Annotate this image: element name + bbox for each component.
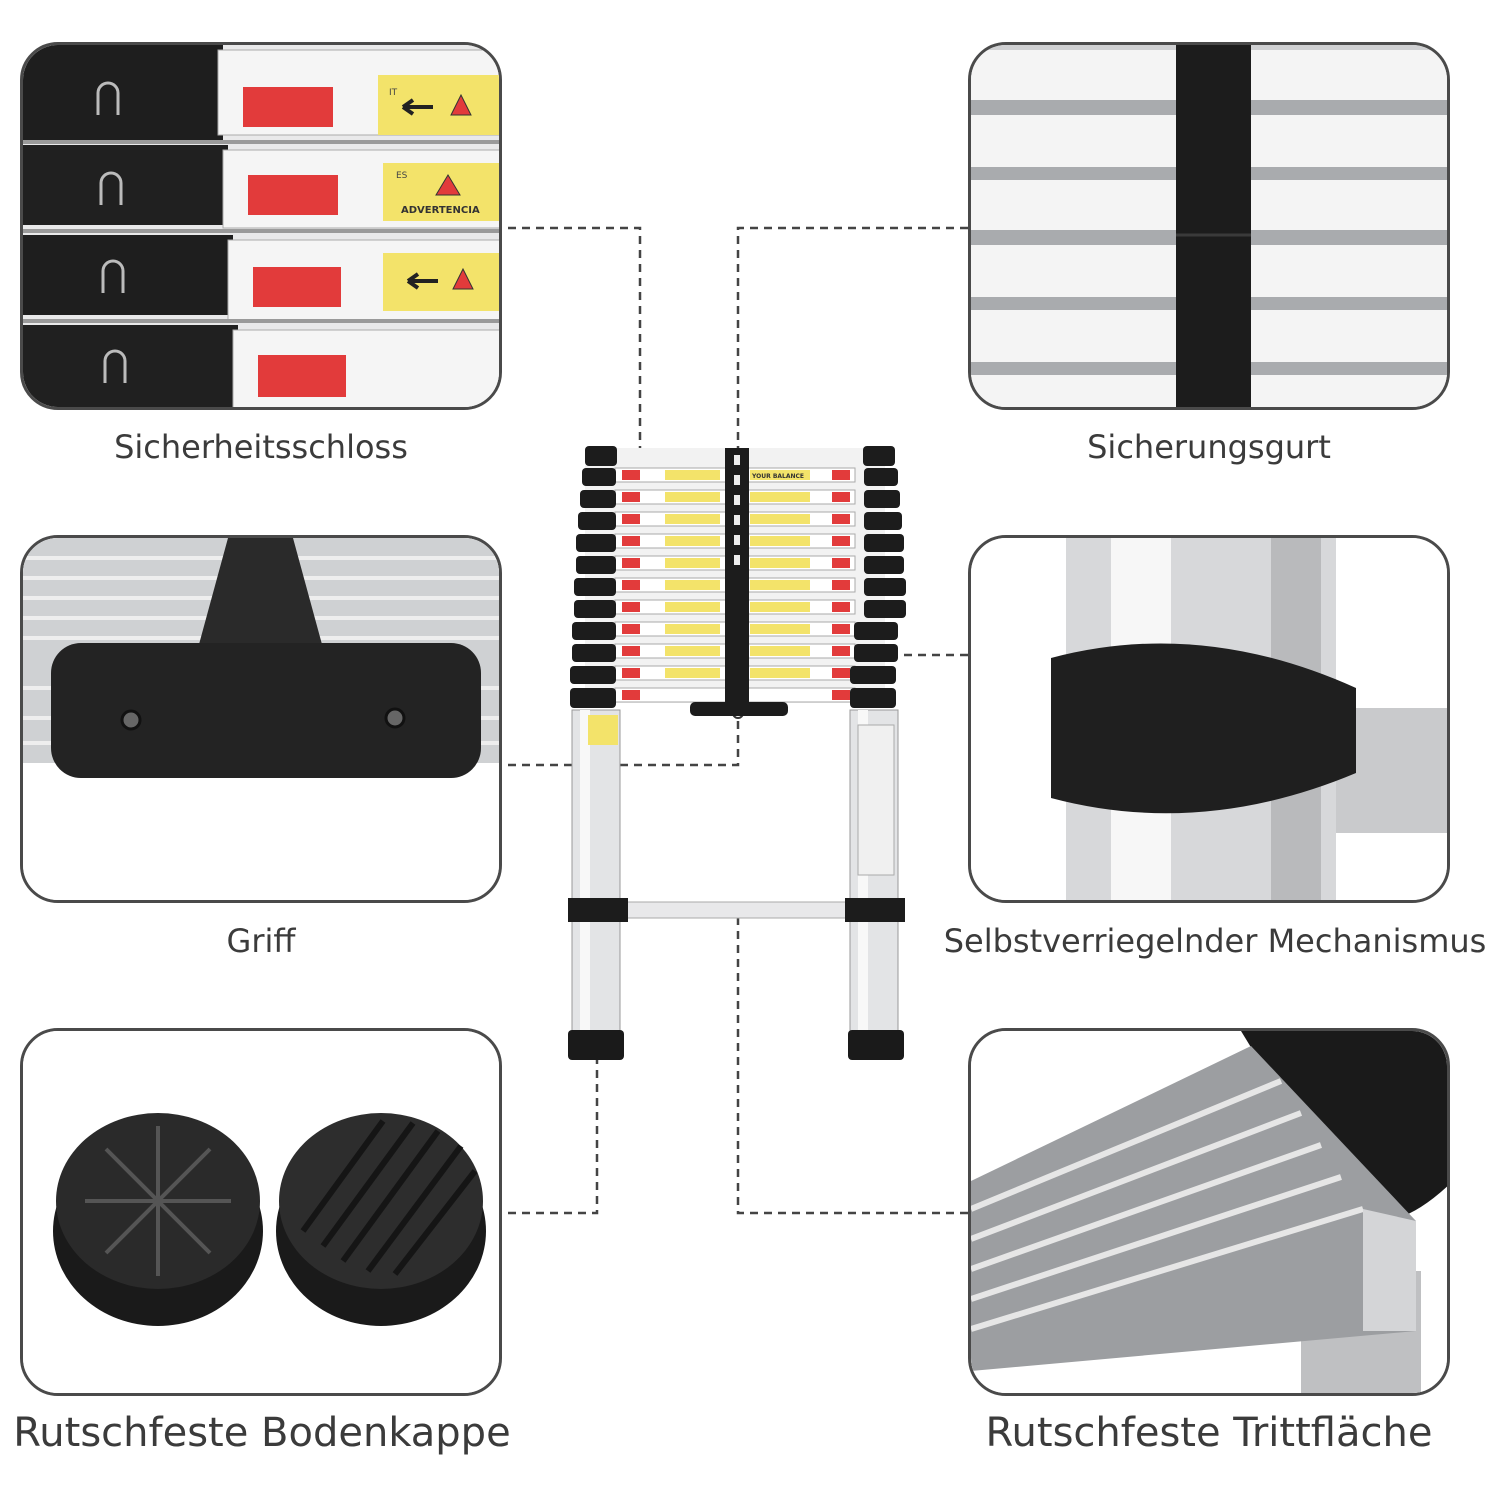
caption-foot-cap: Rutschfeste Bodenkappe: [13, 1410, 511, 1456]
rung-row-1: IT: [23, 45, 499, 140]
mechanism-detail-image: [971, 538, 1447, 900]
tread-surface: [971, 1046, 1416, 1371]
lock-detail-image: IT ES ADVERTENCIA: [23, 45, 499, 407]
caption-tread: Rutschfeste Trittfläche: [985, 1410, 1433, 1456]
locking-collar: [1051, 643, 1356, 814]
ladder-illustration: YOUR BALANCE: [568, 446, 906, 1060]
leader-foot: [508, 1047, 599, 1215]
handle-grip: [51, 643, 481, 778]
caption-mechanism: Selbstverriegelnder Mechanismus: [943, 922, 1487, 960]
sticker-es-text: ES: [396, 171, 408, 181]
strap: [1176, 45, 1251, 407]
handle-detail-image: [23, 538, 499, 900]
sticker-balance-text: YOUR BALANCE: [751, 473, 804, 480]
collar: [1241, 1031, 1447, 1221]
right-foot: [848, 1030, 904, 1060]
foot-cap-detail-image: [23, 1031, 499, 1393]
bottom-rung: [619, 901, 851, 919]
strap-detail-image: [971, 45, 1447, 407]
caption-lock: Sicherheitsschloss: [114, 428, 408, 466]
foot-cap-detail-panel: [20, 1028, 502, 1396]
tread-detail-panel: [968, 1028, 1450, 1396]
caption-handle: Griff: [226, 922, 296, 960]
mechanism-detail-panel: [968, 535, 1450, 903]
foot-cap-inside: [53, 1113, 263, 1326]
handle-strap: [198, 538, 323, 648]
left-rail: [571, 709, 621, 1051]
sticker-it-text: IT: [389, 88, 398, 98]
strap-detail-panel: [968, 42, 1450, 410]
center-handle: [690, 702, 788, 716]
caption-strap: Sicherungsgurt: [1087, 428, 1331, 466]
center-strap: [725, 448, 749, 706]
sticker-warning-text: ADVERTENCIA: [401, 205, 480, 216]
rung-row-4: [23, 325, 499, 407]
handle-detail-panel: [20, 535, 502, 903]
rung-row-3: [23, 235, 499, 321]
left-foot: [568, 1030, 624, 1060]
foot-cap-sole: [276, 1113, 486, 1326]
tread-detail-image: [971, 1031, 1447, 1393]
lock-detail-panel: IT ES ADVERTENCIA: [20, 42, 502, 410]
rung-row-2: ES ADVERTENCIA: [23, 145, 499, 229]
